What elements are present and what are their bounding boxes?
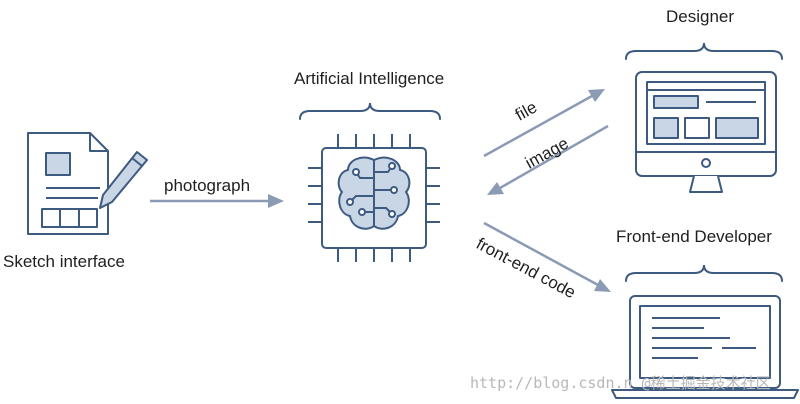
- arrow-photograph: [150, 194, 284, 208]
- arrow-image: [487, 124, 609, 195]
- label-sketch-interface: Sketch interface: [3, 252, 125, 271]
- arrow-frontend-code: [483, 221, 611, 292]
- watermark-text: http://blog.csdn.n @稀土掘金技术社区: [470, 374, 771, 392]
- monitor-icon: [635, 71, 777, 193]
- designer-bracket: [625, 42, 783, 60]
- sketch-document-icon: [27, 132, 109, 235]
- frontend-bracket: [625, 264, 783, 282]
- pencil-icon: [99, 151, 148, 209]
- laptop-icon: [611, 295, 799, 399]
- label-artificial-intelligence: Artificial Intelligence: [294, 69, 445, 88]
- label-photograph: photograph: [164, 176, 251, 195]
- label-designer: Designer: [666, 7, 735, 26]
- arrow-file: [483, 89, 605, 158]
- label-frontend-developer: Front-end Developer: [616, 227, 772, 246]
- brain-icon: [337, 156, 411, 230]
- ai-bracket: [299, 102, 441, 120]
